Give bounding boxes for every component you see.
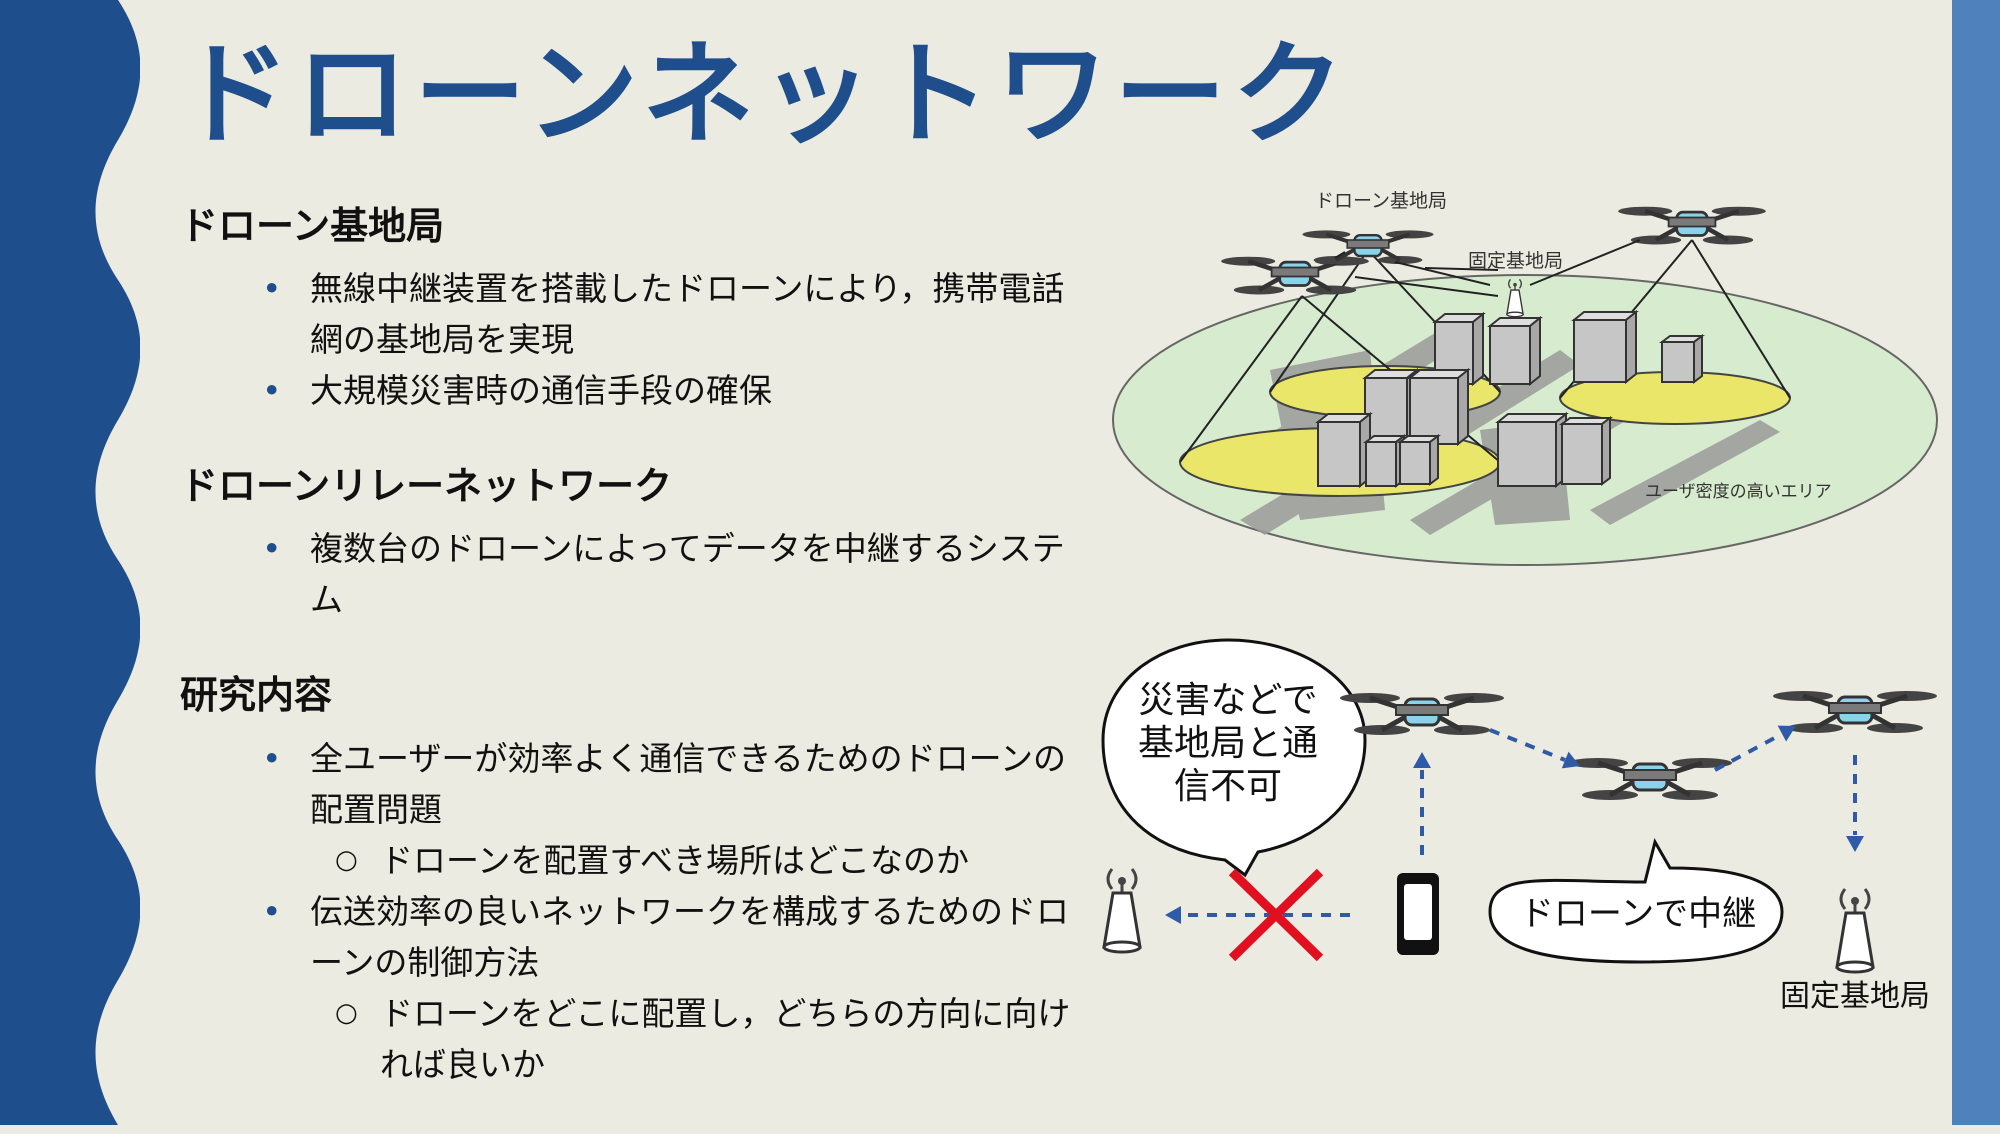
coverage-area: [1179, 427, 1501, 497]
bullet-text: 伝送効率の良いネットワークを構成するためのドローンの制御方法: [310, 891, 1069, 982]
left-wave-band: [0, 0, 140, 1125]
blocked-cross-icon: [1228, 868, 1324, 962]
drone-icon: [1568, 758, 1732, 800]
sub-bullet-text: ドローンをどこに配置し，どちらの方向に向ければ良いか: [380, 993, 1071, 1084]
section-drone-base-station: ドローン基地局 • 無線中継装置を搭載したドローンにより，携帯電話網の基地局を実現…: [180, 200, 1080, 416]
drone-icon: [1221, 257, 1369, 295]
bullet-text: 大規模災害時の通信手段の確保: [310, 371, 772, 411]
relay-bubble: [1488, 838, 1784, 964]
speech-bubble-line: 信不可: [1174, 766, 1282, 807]
section-research-content: 研究内容 • 全ユーザーが効率よく通信できるためのドローンの配置問題 ○ ドローンを…: [180, 669, 1080, 1089]
bullet-item: • 伝送効率の良いネットワークを構成するためのドローンの制御方法: [180, 886, 1080, 988]
arrow-head: [1777, 718, 1801, 742]
bullet-mark: •: [262, 269, 282, 309]
fixed-base-station-icon: [1835, 887, 1875, 974]
speech-bubble-line: 基地局と通: [1138, 723, 1318, 764]
drone-icon: [1618, 207, 1766, 245]
bullet-mark: •: [262, 529, 282, 569]
arrow-head: [1561, 751, 1584, 775]
fixed-base-station-label: 固定基地局: [1780, 979, 1930, 1014]
section-drone-relay-network: ドローンリレーネットワーク • 複数台のドローンによってデータを中継するシステム: [180, 460, 1080, 625]
coverage-area: [1269, 365, 1501, 419]
fixed-base-station-label: 固定基地局: [1468, 250, 1563, 272]
bullet-item: • 無線中継装置を搭載したドローンにより，携帯電話網の基地局を実現: [180, 263, 1080, 365]
bullet-text: 複数台のドローンによってデータを中継するシステム: [310, 529, 1065, 620]
coverage-area: [1559, 371, 1791, 425]
text-content: ドローン基地局 • 無線中継装置を搭載したドローンにより，携帯電話網の基地局を実現…: [180, 200, 1080, 1134]
fixed-base-station-icon: [1102, 867, 1142, 954]
relay-bubble-text: ドローンで中継: [1520, 894, 1756, 934]
bullet-item: • 全ユーザーが効率よく通信できるためのドローンの配置問題: [180, 733, 1080, 835]
bullet-item: • 大規模災害時の通信手段の確保: [180, 365, 1080, 416]
section-heading: ドローンリレーネットワーク: [180, 464, 673, 509]
arrow-head: [1413, 752, 1431, 768]
speech-bubble: [1101, 638, 1367, 878]
ground-area: [1112, 274, 1938, 566]
arrow-head: [1165, 906, 1181, 924]
bullet-item: • 複数台のドローンによってデータを中継するシステム: [180, 523, 1080, 625]
drone-base-station-label: ドローン基地局: [1315, 190, 1447, 212]
smartphone-icon: [1397, 873, 1439, 955]
sub-bullet-item: ○ ドローンをどこに配置し，どちらの方向に向ければ良いか: [180, 988, 1080, 1090]
bullet-mark: •: [262, 371, 282, 411]
bullet-text: 全ユーザーが効率よく通信できるためのドローンの配置問題: [310, 738, 1067, 829]
drone-icon: [1340, 693, 1504, 735]
sub-bullet-text: ドローンを配置すべき場所はどこなのか: [380, 840, 970, 880]
speech-bubble-line: 災害などで: [1138, 680, 1317, 721]
sub-bullet-item: ○ ドローンを配置すべき場所はどこなのか: [180, 835, 1080, 886]
arrow-head: [1846, 836, 1864, 852]
city-buildings: [1315, 309, 1705, 489]
high-density-area-label: ユーザ密度の高いエリア: [1645, 482, 1832, 502]
section-heading: 研究内容: [180, 673, 333, 718]
bullet-text: 無線中継装置を搭載したドローンにより，携帯電話網の基地局を実現: [310, 269, 1065, 360]
section-heading: ドローン基地局: [180, 204, 445, 248]
sub-bullet-mark: ○: [335, 997, 358, 1028]
drone-icon: [1773, 691, 1937, 733]
sub-bullet-mark: ○: [335, 844, 358, 875]
drone-relay-diagram: 災害などで 基地局と通 信不可 ドローンで中継: [1101, 638, 1937, 1014]
bullet-mark: •: [262, 738, 282, 778]
bullet-mark: •: [262, 891, 282, 931]
drone-icon: [1302, 230, 1433, 264]
page-title: ドローンネットワーク: [178, 30, 1351, 160]
drone-base-station-diagram: ドローン基地局 固定基地局 ユーザ密度の高いエリア: [1112, 190, 1938, 566]
right-accent-bar: [1952, 0, 2000, 1125]
fixed-base-station-icon: [1506, 278, 1524, 318]
